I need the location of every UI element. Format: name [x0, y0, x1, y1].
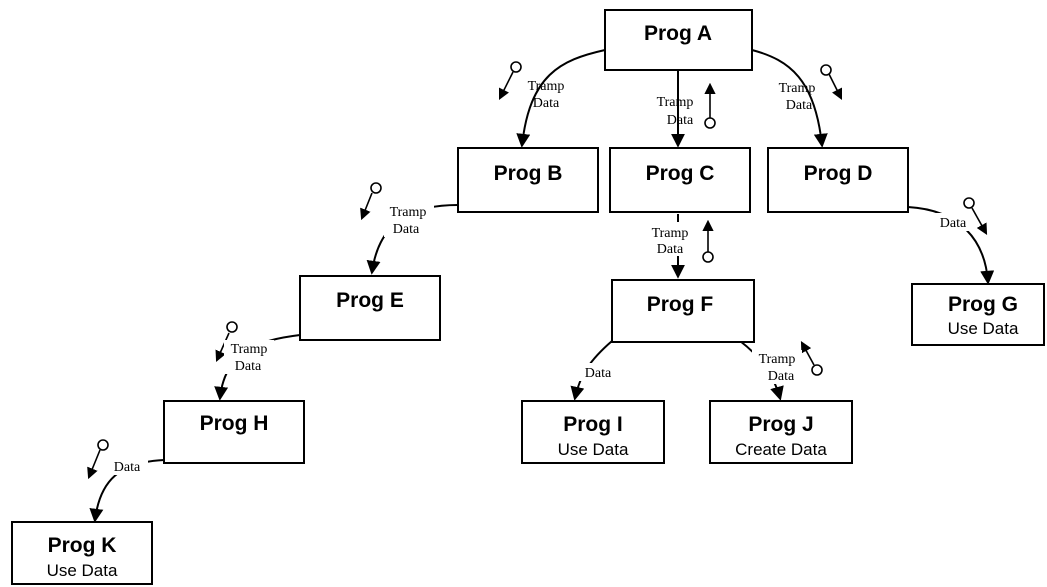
data-couple-icon	[360, 182, 382, 221]
node-prog-j: Prog J Create Data	[709, 400, 853, 464]
node-prog-k-subtitle: Use Data	[47, 561, 118, 580]
label-b-e-line1: Tramp	[390, 205, 427, 220]
node-prog-h: Prog H	[163, 400, 305, 464]
connector-a-d	[751, 49, 828, 148]
node-prog-c: Prog C	[609, 147, 751, 213]
node-prog-f: Prog F	[611, 279, 755, 343]
node-prog-a: Prog A	[604, 9, 753, 71]
node-prog-j-title: Prog J	[748, 413, 813, 436]
label-h-k: Data	[114, 460, 141, 475]
node-prog-f-title: Prog F	[647, 293, 714, 316]
label-a-b-line2: Data	[533, 96, 560, 111]
node-prog-g-subtitle: Use Data	[948, 319, 1019, 338]
data-couple-icon	[704, 82, 716, 129]
label-a-c-line1: Tramp	[657, 95, 694, 110]
label-f-j-line2: Data	[768, 369, 795, 384]
data-couple-icon	[498, 61, 522, 101]
label-c-f-line2: Data	[657, 242, 684, 257]
label-e-h-line2: Data	[235, 359, 262, 374]
data-couple-icon	[702, 219, 714, 263]
label-d-g: Data	[940, 216, 967, 231]
label-a-c-line2: Data	[667, 113, 694, 128]
node-prog-h-title: Prog H	[200, 412, 269, 435]
connector-labels: Tramp Data Tramp Data Tramp Data Tramp D…	[108, 79, 974, 475]
node-prog-e-title: Prog E	[336, 289, 404, 312]
node-prog-c-title: Prog C	[646, 162, 715, 185]
data-couple-icon	[215, 321, 238, 363]
node-prog-i-title: Prog I	[563, 413, 623, 436]
node-prog-d: Prog D	[767, 147, 909, 213]
node-prog-b-title: Prog B	[494, 162, 563, 185]
data-couple-icon	[87, 439, 109, 480]
node-prog-k-title: Prog K	[48, 534, 117, 557]
label-f-i: Data	[585, 366, 612, 381]
node-prog-d-title: Prog D	[804, 162, 873, 185]
connector-a-b	[516, 49, 606, 148]
program-boxes: Prog A Prog B Prog C Prog D Prog E Prog …	[11, 9, 1045, 585]
label-f-j-line1: Tramp	[759, 352, 796, 367]
node-prog-k: Prog K Use Data	[11, 521, 153, 585]
node-prog-i: Prog I Use Data	[521, 400, 665, 464]
node-prog-i-subtitle: Use Data	[558, 440, 629, 459]
label-a-d-line2: Data	[786, 98, 813, 113]
node-prog-g-title: Prog G	[948, 293, 1018, 316]
node-prog-b: Prog B	[457, 147, 599, 213]
label-c-f-line1: Tramp	[652, 226, 689, 241]
label-e-h-line1: Tramp	[231, 342, 268, 357]
label-b-e-line2: Data	[393, 222, 420, 237]
data-couples	[87, 61, 988, 480]
data-couple-icon	[800, 341, 823, 376]
label-a-b-line1: Tramp	[528, 79, 565, 94]
label-a-d-line1: Tramp	[779, 81, 816, 96]
connector-h-k	[89, 459, 165, 523]
data-couple-icon	[963, 197, 988, 235]
node-prog-g: Prog G Use Data	[911, 283, 1045, 346]
node-prog-e: Prog E	[299, 275, 441, 341]
data-couple-icon	[820, 64, 843, 101]
node-prog-a-title: Prog A	[644, 22, 712, 45]
node-prog-j-subtitle: Create Data	[735, 440, 827, 459]
